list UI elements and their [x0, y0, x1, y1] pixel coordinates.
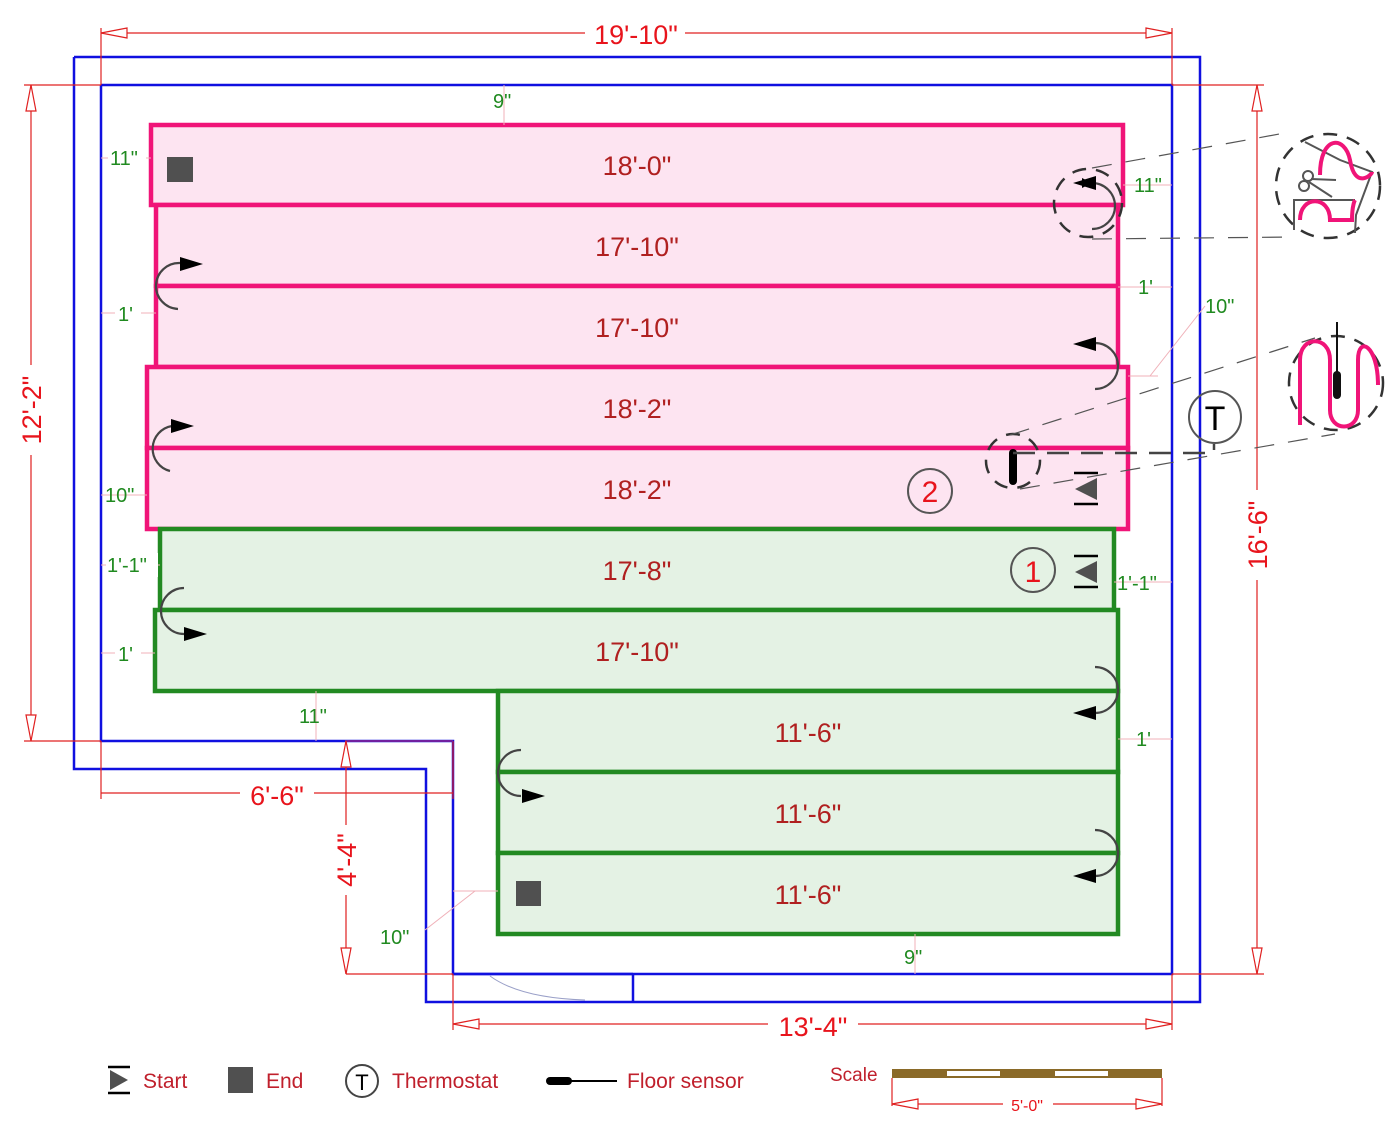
clearance-label: 1'	[1138, 277, 1153, 299]
dimension-lines: 19'-10" 12'-2" 16'-6" 13'-4" 6'-6"	[16, 18, 1273, 1042]
arrow-right-icon	[180, 257, 203, 271]
scale-length: 5'-0"	[1011, 1098, 1043, 1115]
turn-arrow-icon	[1081, 177, 1117, 231]
zone-1-number: 1	[1025, 556, 1042, 589]
arrow-right-icon	[522, 789, 545, 803]
turn-arrow-icon	[154, 261, 181, 311]
start-legend-icon	[108, 1065, 130, 1095]
run-length-label: 11'-6"	[775, 799, 842, 829]
zone-2-badge	[907, 468, 953, 514]
clearance-label: 1'-1"	[107, 555, 147, 577]
turn-arrow-icon	[1094, 665, 1120, 715]
thermostat-legend-icon	[345, 1064, 379, 1098]
arrow-left-icon	[1073, 869, 1096, 883]
start-marker-zone-2	[1074, 471, 1098, 506]
clearance-label: 1'-1"	[1117, 573, 1157, 595]
run-length-label: 17'-10"	[595, 313, 679, 343]
legend-end-label: End	[266, 1070, 303, 1093]
clearance-label: 11"	[299, 706, 327, 728]
run-length-label: 11'-6"	[775, 718, 842, 748]
turn-arrows	[151, 176, 1120, 883]
run-length-label: 11'-6"	[775, 880, 842, 910]
arrow-right-icon	[184, 627, 207, 641]
sensor-wire	[1013, 444, 1216, 455]
outer-wall	[72, 55, 1202, 1004]
dim-bottom-width: 13'-4"	[779, 1012, 848, 1042]
run-1-4[interactable]	[495, 769, 1121, 856]
legend-start-label: Start	[143, 1070, 188, 1093]
dim-notch-height: 4'-4"	[332, 833, 362, 887]
thermostat-icon	[1188, 390, 1242, 444]
run-1-5[interactable]	[495, 850, 1121, 937]
run-1-3[interactable]	[495, 688, 1121, 775]
detail-circle-cut-turn	[1274, 132, 1382, 240]
turn-arrow-icon	[496, 748, 522, 798]
legend-floor-sensor-label: Floor sensor	[627, 1070, 744, 1093]
run-length-label: 18'-0"	[603, 151, 672, 181]
clearance-label: 10"	[1205, 296, 1234, 318]
turn-arrow-icon	[1094, 341, 1120, 391]
thermostat-legend-symbol: T	[355, 1070, 368, 1095]
start-marker-zone-1	[1074, 554, 1098, 589]
dim-top-width: 19'-10"	[594, 20, 678, 50]
turn-arrow-icon	[159, 586, 185, 636]
arrow-left-icon	[1073, 176, 1096, 190]
clearance-label: 1'	[118, 304, 133, 326]
clearance-label: 9"	[904, 947, 922, 969]
clearance-label: 9"	[493, 91, 511, 113]
legend: Start End T Thermostat Floor sensor	[108, 1064, 744, 1098]
callout-circle-turn	[1052, 167, 1124, 239]
clearance-label: 1'	[1136, 729, 1151, 751]
detail-callouts: T	[984, 132, 1385, 490]
clearance-label: 11"	[1134, 175, 1162, 197]
run-length-label: 17'-10"	[595, 232, 679, 262]
clearance-label: 1'	[118, 644, 133, 666]
scale-bar: Scale 5'-0"	[830, 1065, 1163, 1115]
run-length-label: 18'-2"	[603, 475, 672, 505]
legend-thermostat-label: Thermostat	[392, 1070, 498, 1093]
zone-2: 18'-0" 17'-10" 17'-10" 18'-2" 18'-2"	[144, 122, 1131, 532]
arrow-left-icon	[1073, 706, 1096, 720]
run-2-1[interactable]	[148, 122, 1126, 208]
turn-arrow-icon	[151, 424, 173, 473]
clearance-label: 10"	[380, 927, 409, 949]
run-length-label: 17'-10"	[595, 637, 679, 667]
dim-notch-width: 6'-6"	[250, 781, 304, 811]
clearance-label: 10"	[105, 485, 134, 507]
thermostat-symbol: T	[1205, 400, 1226, 438]
end-legend-icon	[228, 1067, 253, 1093]
markers: 2 1	[167, 157, 1098, 906]
zone-1: 17'-8" 17'-10" 11'-6" 11'-6" 11'-6"	[152, 526, 1121, 937]
dim-right-height: 16'-6"	[1243, 501, 1273, 570]
turn-arrow-icon	[1094, 828, 1120, 878]
end-marker-zone-2	[167, 157, 193, 182]
door-swing	[489, 975, 586, 1001]
dim-left-height: 12'-2"	[17, 376, 47, 445]
clearance-label: 11"	[110, 148, 138, 170]
zone-1-badge	[1010, 547, 1056, 593]
scissors-icon	[1298, 170, 1337, 198]
arrow-left-icon	[1073, 337, 1096, 351]
run-length-label: 17'-8"	[603, 556, 672, 586]
zone-2-number: 2	[922, 476, 939, 509]
run-1-2[interactable]	[152, 607, 1121, 694]
run-1-1[interactable]	[157, 526, 1117, 613]
clearances: 9" 11" 1' 10" 1'-1" 1' 11" 10" 9" 11" 1'…	[101, 85, 1234, 974]
run-length-label: 18'-2"	[603, 394, 672, 424]
end-marker-zone-1	[516, 881, 541, 906]
scale-label: Scale	[830, 1065, 878, 1086]
arrow-right-icon	[171, 419, 194, 433]
